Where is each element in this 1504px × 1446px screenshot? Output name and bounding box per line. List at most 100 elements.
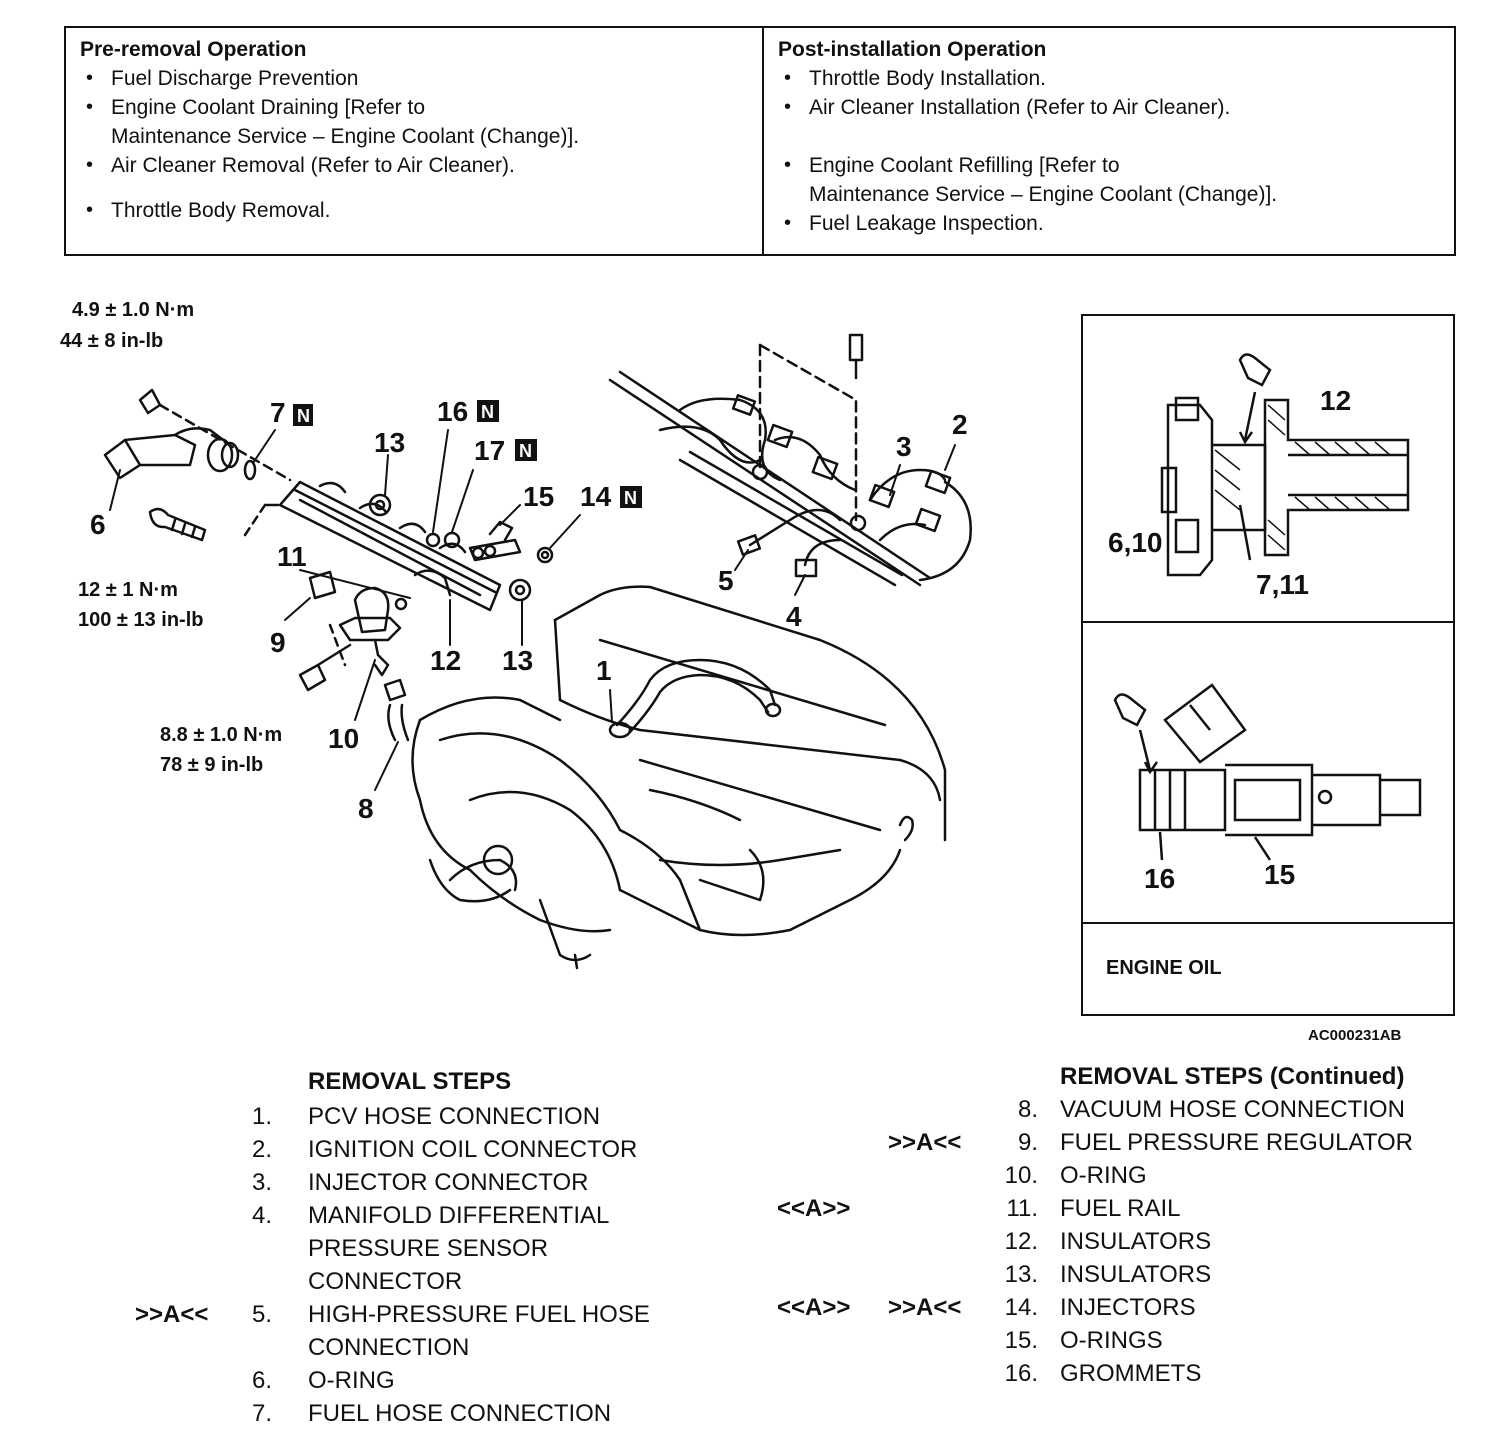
callout-10: 10 [328, 723, 359, 754]
step-number: 15. [1004, 1327, 1038, 1354]
pcv-hose-drawing [608, 658, 782, 739]
callout-4: 4 [786, 601, 802, 632]
step-label: HIGH-PRESSURE FUEL HOSE CONNECTION [308, 1301, 650, 1361]
step-label: O-RING [308, 1367, 395, 1394]
engine-oil-label: ENGINE OIL [1106, 957, 1222, 979]
step-marker-b: >>A<< [888, 1129, 962, 1156]
step-label: INSULATORS [1060, 1228, 1212, 1255]
removal-step: >>A<< 5. HIGH-PRESSURE FUEL HOSE CONNECTIO… [0, 1298, 760, 1364]
torque-spec-nm: 4.9 ± 1.0 N·m [72, 299, 194, 321]
removal-step-continued: >>A<<9.FUEL PRESSURE REGULATOR [0, 1126, 1500, 1159]
callout-14: 14 [580, 481, 612, 512]
post-installation-item: Fuel Leakage Inspection. [778, 209, 1454, 238]
new-badge-14: N [624, 488, 637, 508]
inset-rail-section-drawing [1160, 353, 1410, 577]
removal-step-continued: 10.O-RING [0, 1159, 1500, 1192]
step-number: 16. [1004, 1360, 1038, 1387]
step-label: FUEL PRESSURE REGULATOR [1060, 1129, 1413, 1156]
post-installation-list: Throttle Body Installation. Air Cleaner … [778, 64, 1454, 238]
removal-steps-continued-heading: REMOVAL STEPS (Continued) [1060, 1063, 1405, 1090]
callout-1: 1 [596, 655, 612, 686]
callout-13-lower: 13 [502, 645, 533, 676]
step-label: FUEL HOSE CONNECTION [308, 1400, 612, 1427]
callout-6: 6 [90, 509, 106, 540]
step-marker-b: >>A<< [888, 1294, 962, 1321]
step-label: MANIFOLD DIFFERENTIAL PRESSURE SENSOR CO… [308, 1202, 610, 1295]
removal-step-continued: 12. INSULATORS [0, 1225, 1500, 1258]
removal-step-continued: <<A>>>>A<<14.INJECTORS [0, 1291, 1500, 1324]
pre-removal-title: Pre-removal Operation [80, 38, 307, 61]
step-number: 14. [1004, 1294, 1038, 1321]
torque-spec-nm: 12 ± 1 N·m [78, 579, 178, 601]
step-number: 10. [1004, 1162, 1038, 1189]
fuel-hose-fitting-drawing [103, 388, 292, 482]
callout-11: 11 [277, 541, 307, 572]
step-number: 3. [251, 1169, 272, 1196]
step-number: 6. [251, 1367, 272, 1394]
callout-9: 9 [270, 627, 286, 658]
torque-spec-inlb: 44 ± 8 in-lb [60, 330, 163, 352]
post-installation-item: Throttle Body Installation. [778, 64, 1454, 93]
removal-step: 7. FUEL HOSE CONNECTION [0, 1397, 760, 1430]
callout-5: 5 [718, 565, 734, 596]
torque-spec-inlb: 78 ± 9 in-lb [160, 754, 263, 776]
step-label: PCV HOSE CONNECTION [308, 1103, 601, 1130]
post-installation-item: Engine Coolant Refilling [Refer to Maint… [778, 151, 1454, 209]
step-number: 7. [251, 1400, 272, 1427]
figure-code: AC000231AB [1308, 1027, 1402, 1044]
step-number: 8. [1017, 1096, 1038, 1123]
pre-removal-item: Engine Coolant Draining [Refer to Mainte… [80, 93, 762, 151]
new-badge-7: N [297, 406, 310, 426]
removal-step: 6. O-RING [0, 1364, 760, 1397]
injector-parts-drawing [425, 520, 554, 564]
fuel-rail-bolt-drawing [148, 507, 207, 542]
inset-label-15: 15 [1264, 859, 1295, 890]
callout-8: 8 [358, 793, 374, 824]
post-installation-title: Post-installation Operation [778, 38, 1047, 61]
pre-removal-list: Fuel Discharge Prevention Engine Coolant… [80, 64, 762, 225]
post-installation-item: Air Cleaner Installation (Refer to Air C… [778, 93, 1454, 122]
pressure-regulator-drawing [298, 570, 410, 742]
removal-step-continued: 13. INSULATORS [0, 1258, 1500, 1291]
inset-hatching [1214, 404, 1391, 551]
operations-box: Pre-removal Operation Fuel Discharge Pre… [64, 26, 1456, 256]
callout-3: 3 [896, 431, 912, 462]
pre-removal-item: Fuel Discharge Prevention [80, 64, 762, 93]
post-installation-operation: Post-installation Operation Throttle Bod… [764, 28, 1454, 254]
step-label: IGNITION COIL CONNECTOR [308, 1136, 638, 1163]
removal-step: 4. MANIFOLD DIFFERENTIAL PRESSURE SENSOR … [0, 1199, 760, 1298]
removal-step-continued: <<A>> 11. FUEL RAIL [0, 1192, 1500, 1225]
pre-removal-operation: Pre-removal Operation Fuel Discharge Pre… [66, 28, 764, 254]
step-number: 5. [251, 1301, 272, 1328]
step-label: FUEL RAIL [1060, 1195, 1181, 1222]
wiring-harness-drawing [608, 333, 972, 587]
callout-7: 7 [270, 397, 286, 428]
callout-13-upper: 13 [374, 427, 405, 458]
exploded-view-diagram: N N N N 1 2 3 4 5 6 7 8 9 10 11 12 13 13… [60, 299, 1455, 1044]
pre-removal-item: Air Cleaner Removal (Refer to Air Cleane… [80, 151, 762, 180]
inset-label-7-11: 7,11 [1256, 569, 1309, 600]
inset-label-6-10: 6,10 [1108, 527, 1163, 558]
new-badge-16: N [481, 402, 494, 422]
step-label: VACUUM HOSE CONNECTION [1060, 1096, 1405, 1123]
new-part-badges [293, 400, 642, 508]
step-number: 11. [1006, 1195, 1038, 1222]
step-number: 13. [1004, 1261, 1038, 1288]
step-marker: >>A<< [135, 1301, 209, 1328]
callout-2: 2 [952, 409, 968, 440]
step-number: 12. [1004, 1228, 1038, 1255]
inset-label-12: 12 [1320, 385, 1351, 416]
removal-step-continued: 8. VACUUM HOSE CONNECTION [0, 1093, 1500, 1126]
step-marker-a: <<A>> [777, 1195, 851, 1222]
callout-16: 16 [437, 396, 468, 427]
detail-inset: 12 6,10 7,11 16 15 ENGINE OIL [1081, 314, 1455, 1016]
callout-15: 15 [523, 481, 554, 512]
inset-injector-drawing [1113, 683, 1422, 861]
step-label: INSULATORS [1060, 1261, 1212, 1288]
step-number: 4. [251, 1202, 272, 1229]
removal-step-continued: 15. O-RINGS [0, 1324, 1500, 1357]
step-marker-a: <<A>> [777, 1294, 851, 1321]
step-label: O-RINGS [1060, 1327, 1163, 1354]
removal-steps-heading: REMOVAL STEPS [308, 1068, 512, 1095]
pre-removal-item: Throttle Body Removal. [80, 196, 762, 225]
